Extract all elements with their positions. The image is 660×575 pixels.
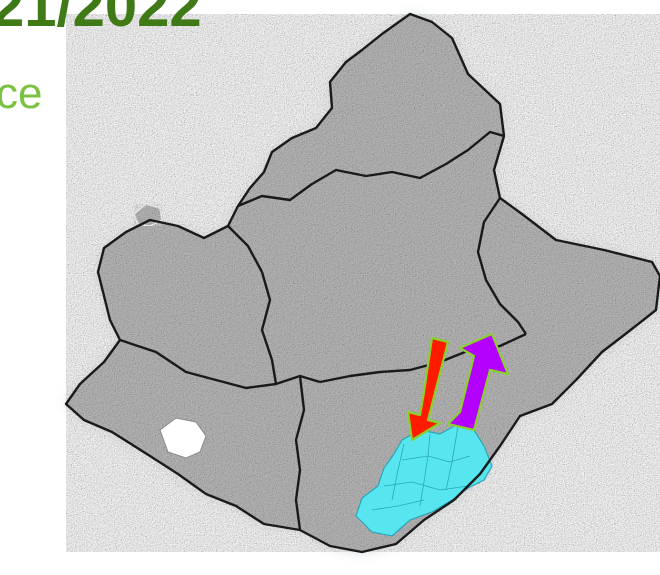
page-subtitle: ce [0, 69, 43, 118]
page-title: 21/2022 [0, 0, 202, 39]
highlight-zone-communes [371, 425, 471, 511]
borders [64, 12, 660, 554]
arrow-down-icon [406, 336, 450, 442]
arrow-up-icon [446, 332, 510, 432]
lagoon [159, 417, 207, 459]
region-terrain [64, 12, 660, 554]
